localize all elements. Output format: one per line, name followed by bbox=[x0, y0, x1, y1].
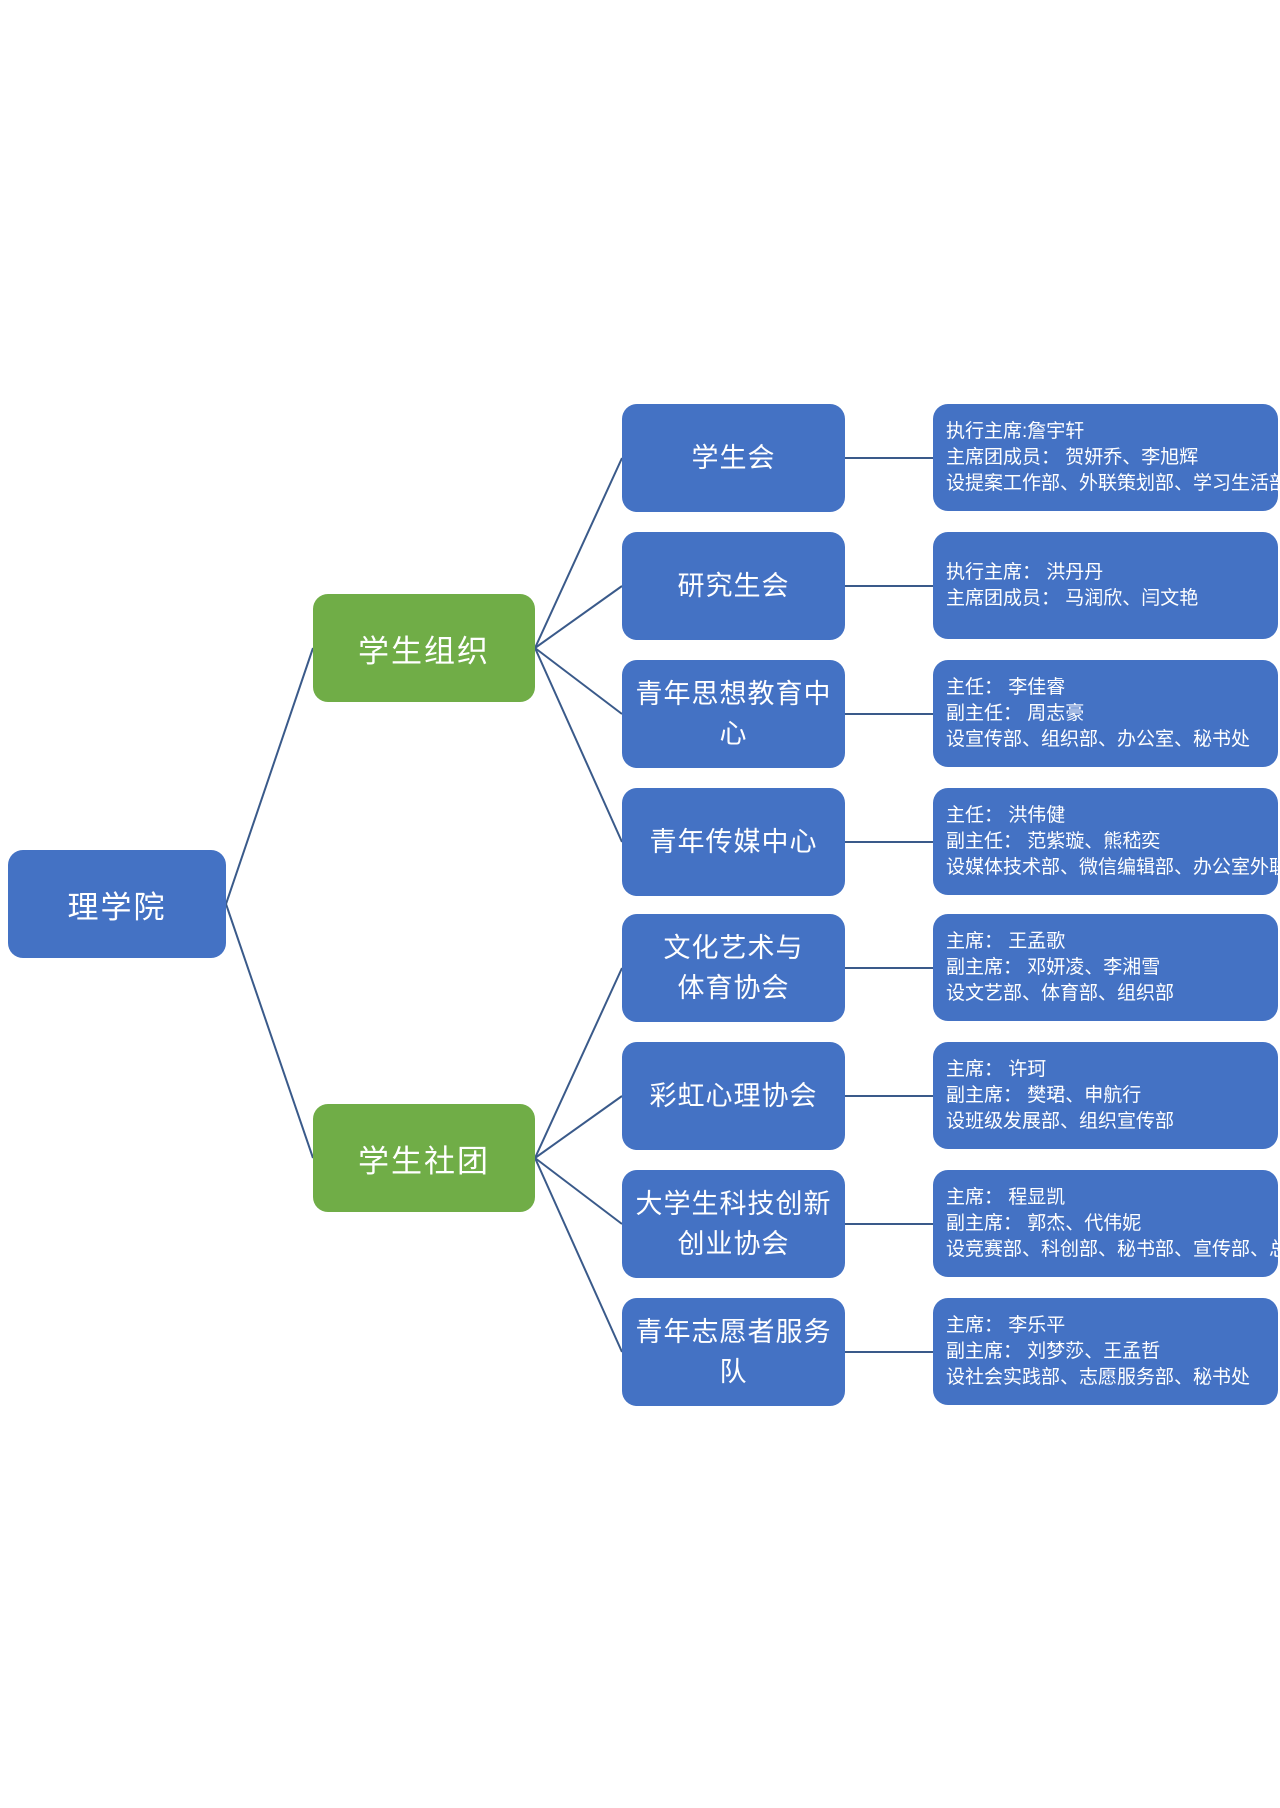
text-line: 青年志愿者服务队 bbox=[635, 1317, 832, 1387]
text-line: 文化艺术与 bbox=[663, 933, 804, 963]
branch-node-label: 学生社团 bbox=[358, 1143, 490, 1179]
org-node-label: 青年思想教育中心 bbox=[622, 674, 845, 754]
text-line: 学生会 bbox=[691, 443, 776, 473]
text-line: 设班级发展部、组织宣传部 bbox=[946, 1110, 1175, 1132]
text-line: 主席： 李乐平 bbox=[946, 1314, 1066, 1336]
detail-node-student-union: 执行主席:詹宇轩主席团成员： 贺妍乔、李旭辉设提案工作部、外联策划部、学习生活部 bbox=[933, 404, 1280, 511]
connector-clubs-to-sci-tech bbox=[534, 1157, 623, 1225]
text-line: 设媒体技术部、微信编辑部、办公室外联部 bbox=[946, 856, 1280, 878]
org-node-youth-volunteer-service-team: 青年志愿者服务队 bbox=[622, 1298, 845, 1406]
branch-node-student-organizations: 学生组织 bbox=[313, 594, 535, 702]
text-line: 主席： 许珂 bbox=[946, 1058, 1047, 1080]
detail-node-youth-volunteer-service-team: 主席： 李乐平副主席： 刘梦莎、王孟哲设社会实践部、志愿服务部、秘书处 bbox=[933, 1298, 1278, 1405]
org-node-label: 彩虹心理协会 bbox=[650, 1076, 818, 1116]
text-line: 副主席： 郭杰、代伟妮 bbox=[946, 1212, 1142, 1234]
text-line: 主任： 洪伟健 bbox=[946, 804, 1066, 826]
connector-organizations-to-ideology-center bbox=[534, 647, 623, 715]
detail-text: 主席： 李乐平副主席： 刘梦莎、王孟哲设社会实践部、志愿服务部、秘书处 bbox=[946, 1313, 1250, 1391]
detail-text: 主席： 王孟歌副主席： 邓妍凌、李湘雪设文艺部、体育部、组织部 bbox=[946, 929, 1174, 1007]
detail-text: 主任： 李佳睿副主任： 周志豪设宣传部、组织部、办公室、秘书处 bbox=[946, 675, 1250, 753]
text-line: 主席团成员： 马润欣、闫文艳 bbox=[946, 587, 1199, 609]
org-node-culture-arts-sports-association: 文化艺术与体育协会 bbox=[622, 914, 845, 1022]
org-node-rainbow-psychology-association: 彩虹心理协会 bbox=[622, 1042, 845, 1150]
detail-text: 执行主席： 洪丹丹主席团成员： 马润欣、闫文艳 bbox=[946, 560, 1198, 612]
text-line: 研究生会 bbox=[677, 571, 790, 601]
connector-root-to-organizations bbox=[225, 647, 314, 905]
connector-organizations-to-student-union bbox=[534, 457, 623, 649]
connector-clubs-to-rainbow-psych bbox=[534, 1095, 623, 1159]
detail-node-youth-media-center: 主任： 洪伟健副主任： 范紫璇、熊嵇奕设媒体技术部、微信编辑部、办公室外联部 bbox=[933, 788, 1280, 895]
text-line: 执行主席： 洪丹丹 bbox=[946, 561, 1104, 583]
text-line: 副主席： 樊珺、申航行 bbox=[946, 1084, 1142, 1106]
branch-node-student-clubs: 学生社团 bbox=[313, 1104, 535, 1212]
org-node-student-union: 学生会 bbox=[622, 404, 845, 512]
text-line: 主席： 王孟歌 bbox=[946, 930, 1066, 952]
text-line: 主任： 李佳睿 bbox=[946, 676, 1066, 698]
text-line: 主席： 程显凯 bbox=[946, 1186, 1066, 1208]
detail-text: 执行主席:詹宇轩主席团成员： 贺妍乔、李旭辉设提案工作部、外联策划部、学习生活部 bbox=[946, 419, 1280, 497]
org-node-youth-media-center: 青年传媒中心 bbox=[622, 788, 845, 896]
text-line: 副主任： 周志豪 bbox=[946, 702, 1085, 724]
text-line: 创业协会 bbox=[677, 1229, 790, 1259]
text-line: 青年思想教育中心 bbox=[635, 679, 832, 749]
text-line: 设社会实践部、志愿服务部、秘书处 bbox=[946, 1366, 1251, 1388]
text-line: 设宣传部、组织部、办公室、秘书处 bbox=[946, 728, 1251, 750]
org-node-label: 研究生会 bbox=[678, 566, 790, 606]
text-line: 副主席： 邓妍凌、李湘雪 bbox=[946, 956, 1161, 978]
text-line: 彩虹心理协会 bbox=[649, 1081, 818, 1111]
connector-clubs-to-volunteer bbox=[534, 1157, 623, 1353]
detail-node-rainbow-psychology-association: 主席： 许珂副主席： 樊珺、申航行设班级发展部、组织宣传部 bbox=[933, 1042, 1278, 1149]
org-node-label: 大学生科技创新创业协会 bbox=[636, 1184, 832, 1264]
org-node-graduate-student-union: 研究生会 bbox=[622, 532, 845, 640]
text-line: 主席团成员： 贺妍乔、李旭辉 bbox=[946, 446, 1199, 468]
text-line: 青年传媒中心 bbox=[649, 827, 818, 857]
detail-text: 主任： 洪伟健副主任： 范紫璇、熊嵇奕设媒体技术部、微信编辑部、办公室外联部 bbox=[946, 803, 1280, 881]
org-node-label: 青年志愿者服务队 bbox=[622, 1312, 845, 1392]
org-node-youth-ideology-education-center: 青年思想教育中心 bbox=[622, 660, 845, 768]
org-node-label: 文化艺术与体育协会 bbox=[664, 928, 804, 1008]
connector-root-to-clubs bbox=[225, 903, 314, 1159]
connector-organizations-to-media-center bbox=[534, 647, 623, 843]
detail-node-youth-ideology-education-center: 主任： 李佳睿副主任： 周志豪设宣传部、组织部、办公室、秘书处 bbox=[933, 660, 1278, 767]
detail-text: 主席： 许珂副主席： 樊珺、申航行设班级发展部、组织宣传部 bbox=[946, 1057, 1174, 1135]
text-line: 设竞赛部、科创部、秘书部、宣传部、总务部 bbox=[946, 1238, 1280, 1260]
connector-organizations-to-graduate-union bbox=[534, 585, 623, 649]
org-node-label: 学生会 bbox=[692, 438, 776, 478]
detail-node-graduate-student-union: 执行主席： 洪丹丹主席团成员： 马润欣、闫文艳 bbox=[933, 532, 1278, 639]
text-line: 副主任： 范紫璇、熊嵇奕 bbox=[946, 830, 1161, 852]
branch-node-label: 学生组织 bbox=[358, 633, 490, 669]
text-line: 体育协会 bbox=[677, 973, 790, 1003]
root-node-science-college: 理学院 bbox=[8, 850, 226, 958]
root-node-label: 理学院 bbox=[67, 889, 167, 925]
text-line: 设提案工作部、外联策划部、学习生活部 bbox=[946, 472, 1280, 494]
text-line: 执行主席:詹宇轩 bbox=[946, 420, 1085, 442]
org-node-label: 青年传媒中心 bbox=[650, 822, 818, 862]
connector-clubs-to-culture-sports bbox=[534, 967, 623, 1159]
text-line: 副主席： 刘梦莎、王孟哲 bbox=[946, 1340, 1161, 1362]
text-line: 设文艺部、体育部、组织部 bbox=[946, 982, 1175, 1004]
org-node-sci-tech-innovation-entrepreneurship-association: 大学生科技创新创业协会 bbox=[622, 1170, 845, 1278]
text-line: 大学生科技创新 bbox=[635, 1189, 832, 1219]
detail-node-culture-arts-sports-association: 主席： 王孟歌副主席： 邓妍凌、李湘雪设文艺部、体育部、组织部 bbox=[933, 914, 1278, 1021]
